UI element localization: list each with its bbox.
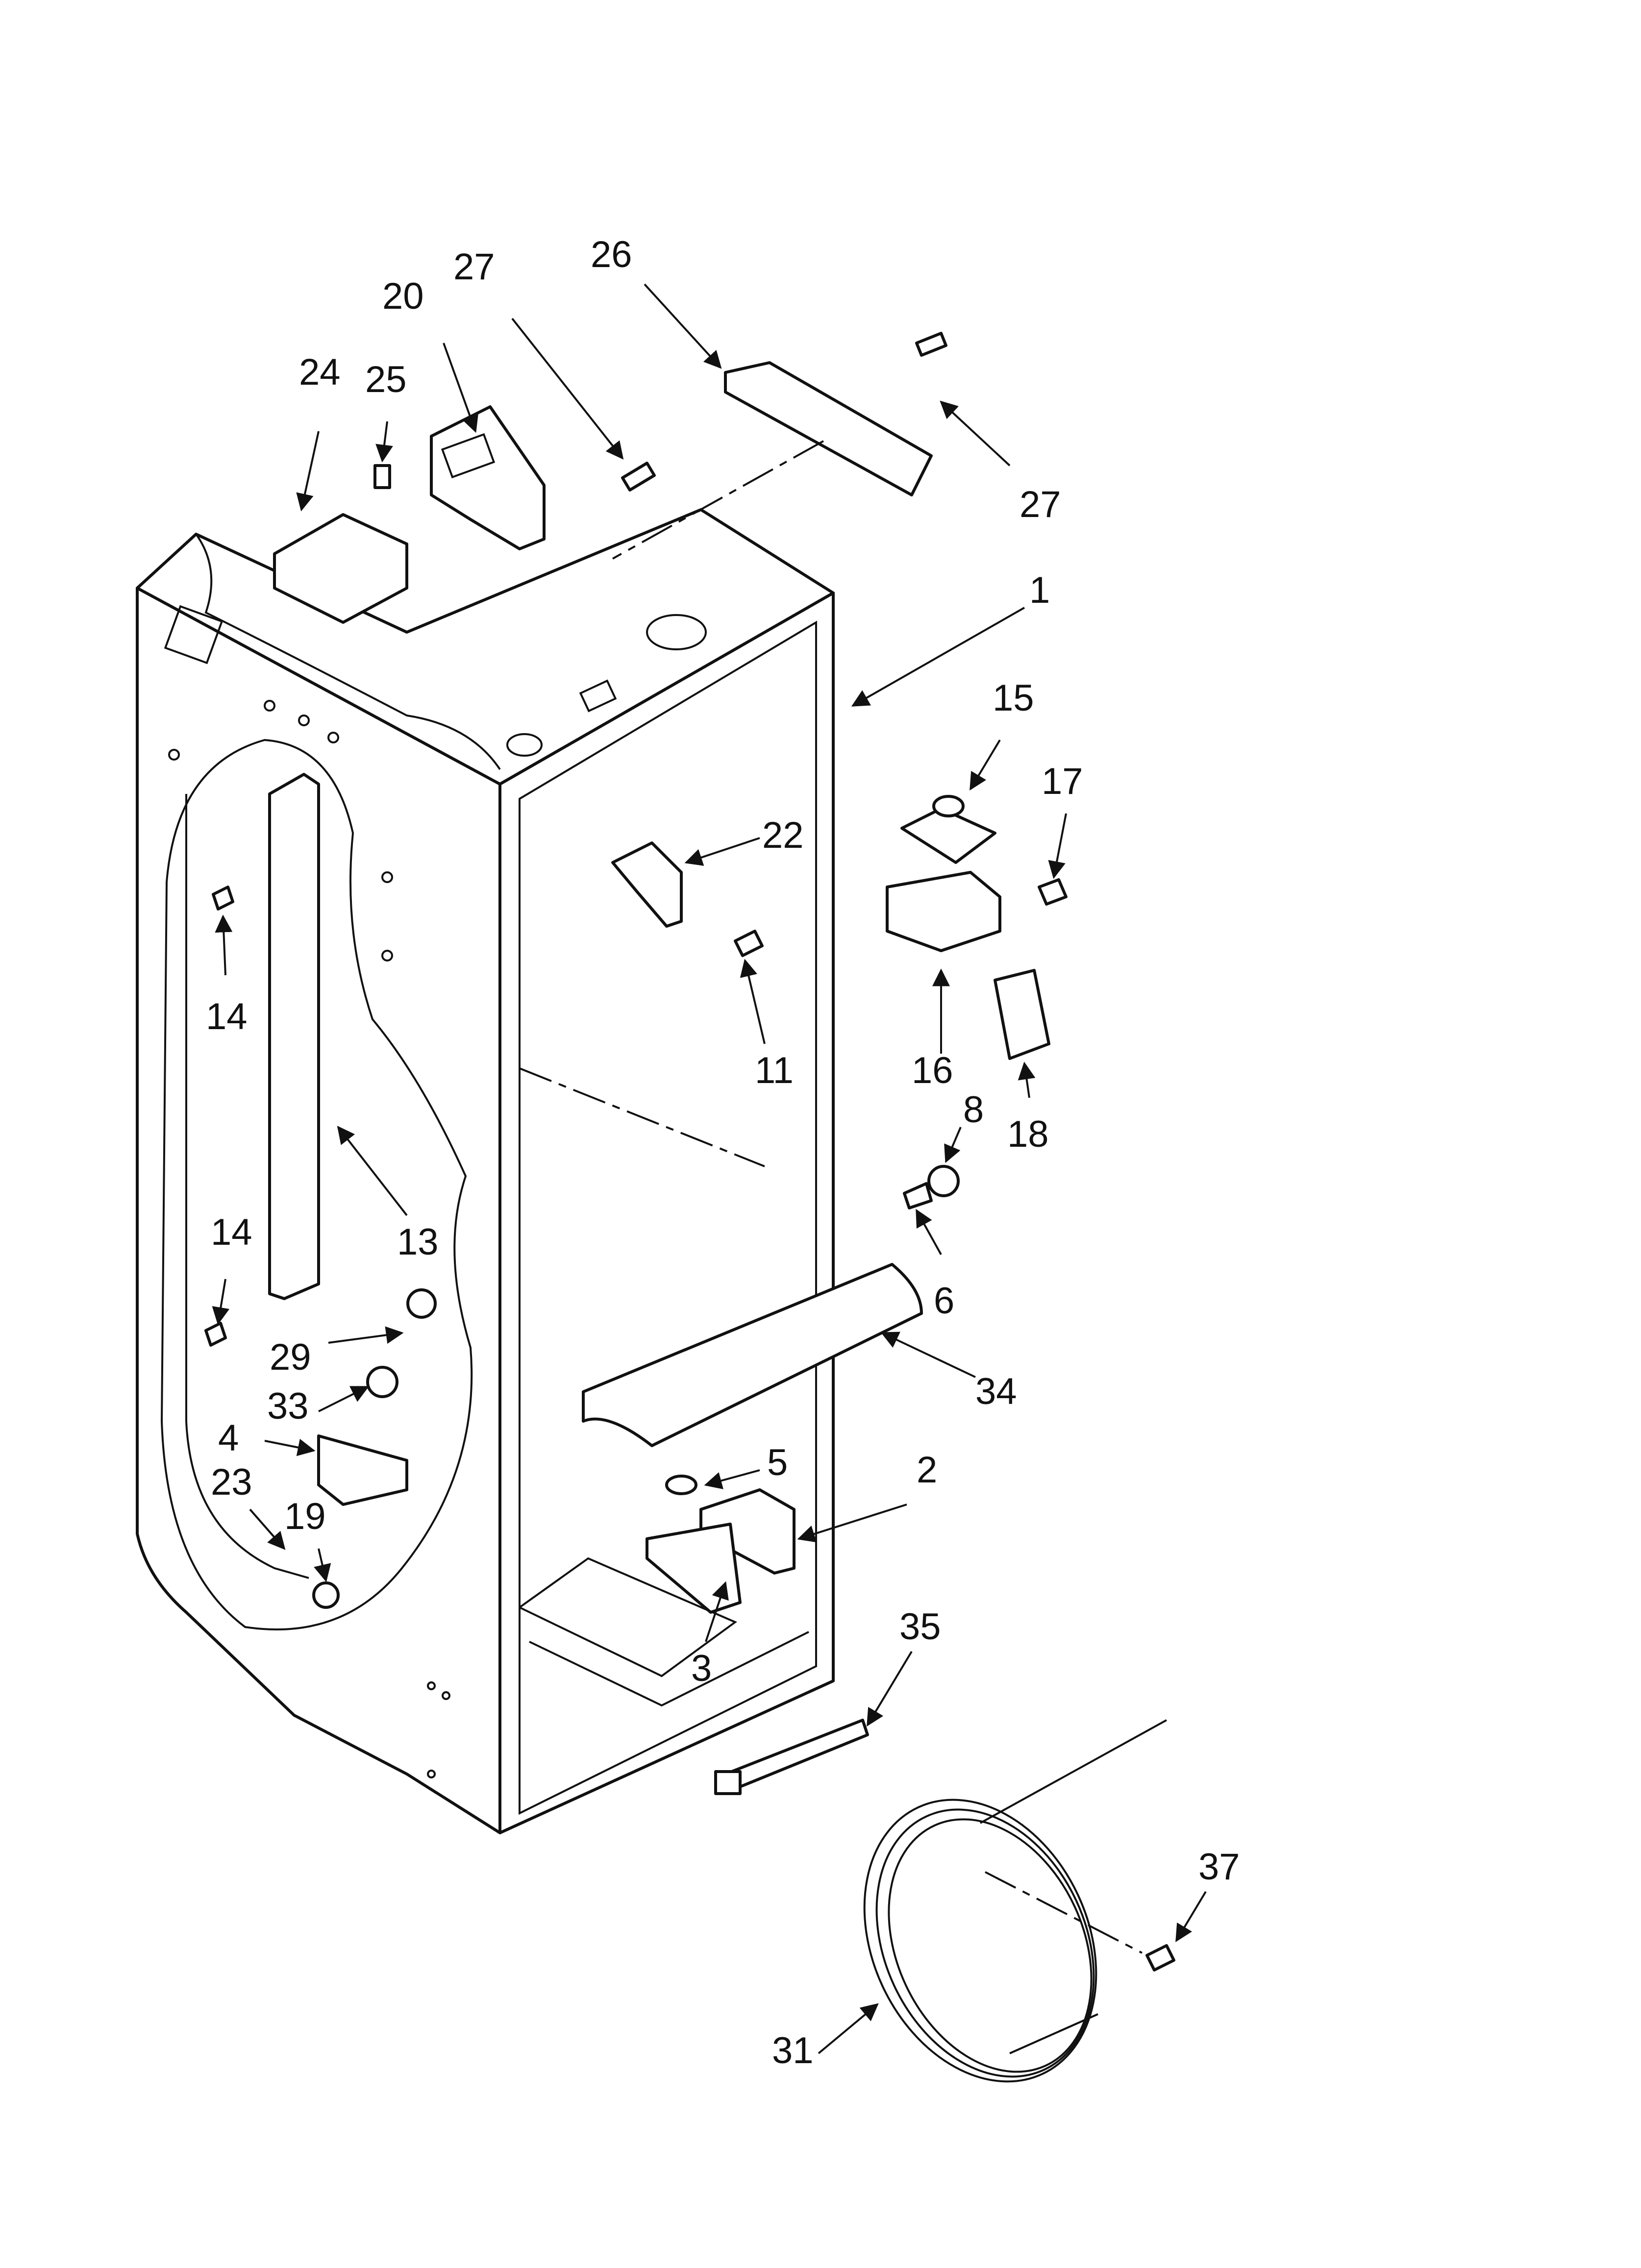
screw [915, 332, 947, 357]
screw [1038, 878, 1068, 906]
light-shield [582, 1263, 923, 1447]
top-rail [724, 361, 933, 496]
callout-6: 6 [934, 1280, 954, 1322]
lamp [366, 1366, 398, 1398]
screw [734, 930, 764, 957]
callout-26: 26 [591, 234, 632, 275]
callout-3: 3 [691, 1648, 712, 1689]
screw [212, 886, 234, 911]
callout-27-right: 27 [1019, 484, 1061, 525]
water-tubing [863, 1719, 1167, 2083]
tie-head [714, 1770, 742, 1795]
callout-27-top: 27 [453, 246, 495, 288]
screw [204, 1322, 227, 1347]
screw [621, 462, 656, 492]
callout-35: 35 [899, 1606, 941, 1648]
callout-8: 8 [963, 1089, 984, 1131]
nut [312, 1581, 340, 1609]
callout-33: 33 [267, 1385, 309, 1427]
callout-14-upper: 14 [206, 996, 248, 1037]
mount-bracket [611, 841, 683, 928]
callout-14-lower: 14 [211, 1211, 252, 1253]
plug [665, 1475, 697, 1495]
callout-11: 11 [755, 1050, 794, 1091]
callout-25: 25 [365, 359, 407, 400]
callout-23: 23 [211, 1461, 252, 1503]
cabinet-liner [136, 508, 835, 1834]
cable-tie [724, 1719, 869, 1790]
thermostat-cover [886, 871, 1001, 952]
callout-13: 13 [397, 1221, 439, 1263]
callout-37: 37 [1198, 1846, 1240, 1888]
shelf-ladder [268, 773, 320, 1300]
callout-18: 18 [1007, 1113, 1049, 1155]
callout-labels: 1 2 3 4 5 6 8 11 13 14 14 15 16 17 18 19… [206, 234, 1240, 2071]
bracket [430, 405, 546, 550]
callout-24: 24 [299, 351, 341, 393]
callout-15: 15 [993, 677, 1034, 719]
callout-5: 5 [767, 1442, 788, 1483]
callout-16: 16 [912, 1050, 953, 1091]
callout-19: 19 [284, 1496, 326, 1537]
filter-cartridge [994, 969, 1050, 1060]
grille [317, 1434, 408, 1506]
callout-31: 31 [772, 2030, 814, 2071]
callout-2: 2 [917, 1449, 937, 1491]
leader-lines [212, 283, 1207, 2054]
control-housing [273, 513, 408, 624]
lamp-socket [406, 1288, 437, 1319]
screw [903, 1182, 933, 1209]
callout-1: 1 [1029, 569, 1050, 611]
callout-20: 20 [382, 275, 424, 317]
drain-tube [185, 794, 309, 1579]
callout-34: 34 [975, 1371, 1017, 1412]
grommet [927, 1165, 960, 1197]
callout-22: 22 [762, 814, 804, 856]
callout-17: 17 [1042, 761, 1083, 802]
clip [373, 464, 391, 489]
screw [1145, 1944, 1175, 1972]
thermostat [900, 807, 996, 864]
callout-4: 4 [218, 1417, 239, 1459]
callout-29: 29 [270, 1336, 311, 1378]
